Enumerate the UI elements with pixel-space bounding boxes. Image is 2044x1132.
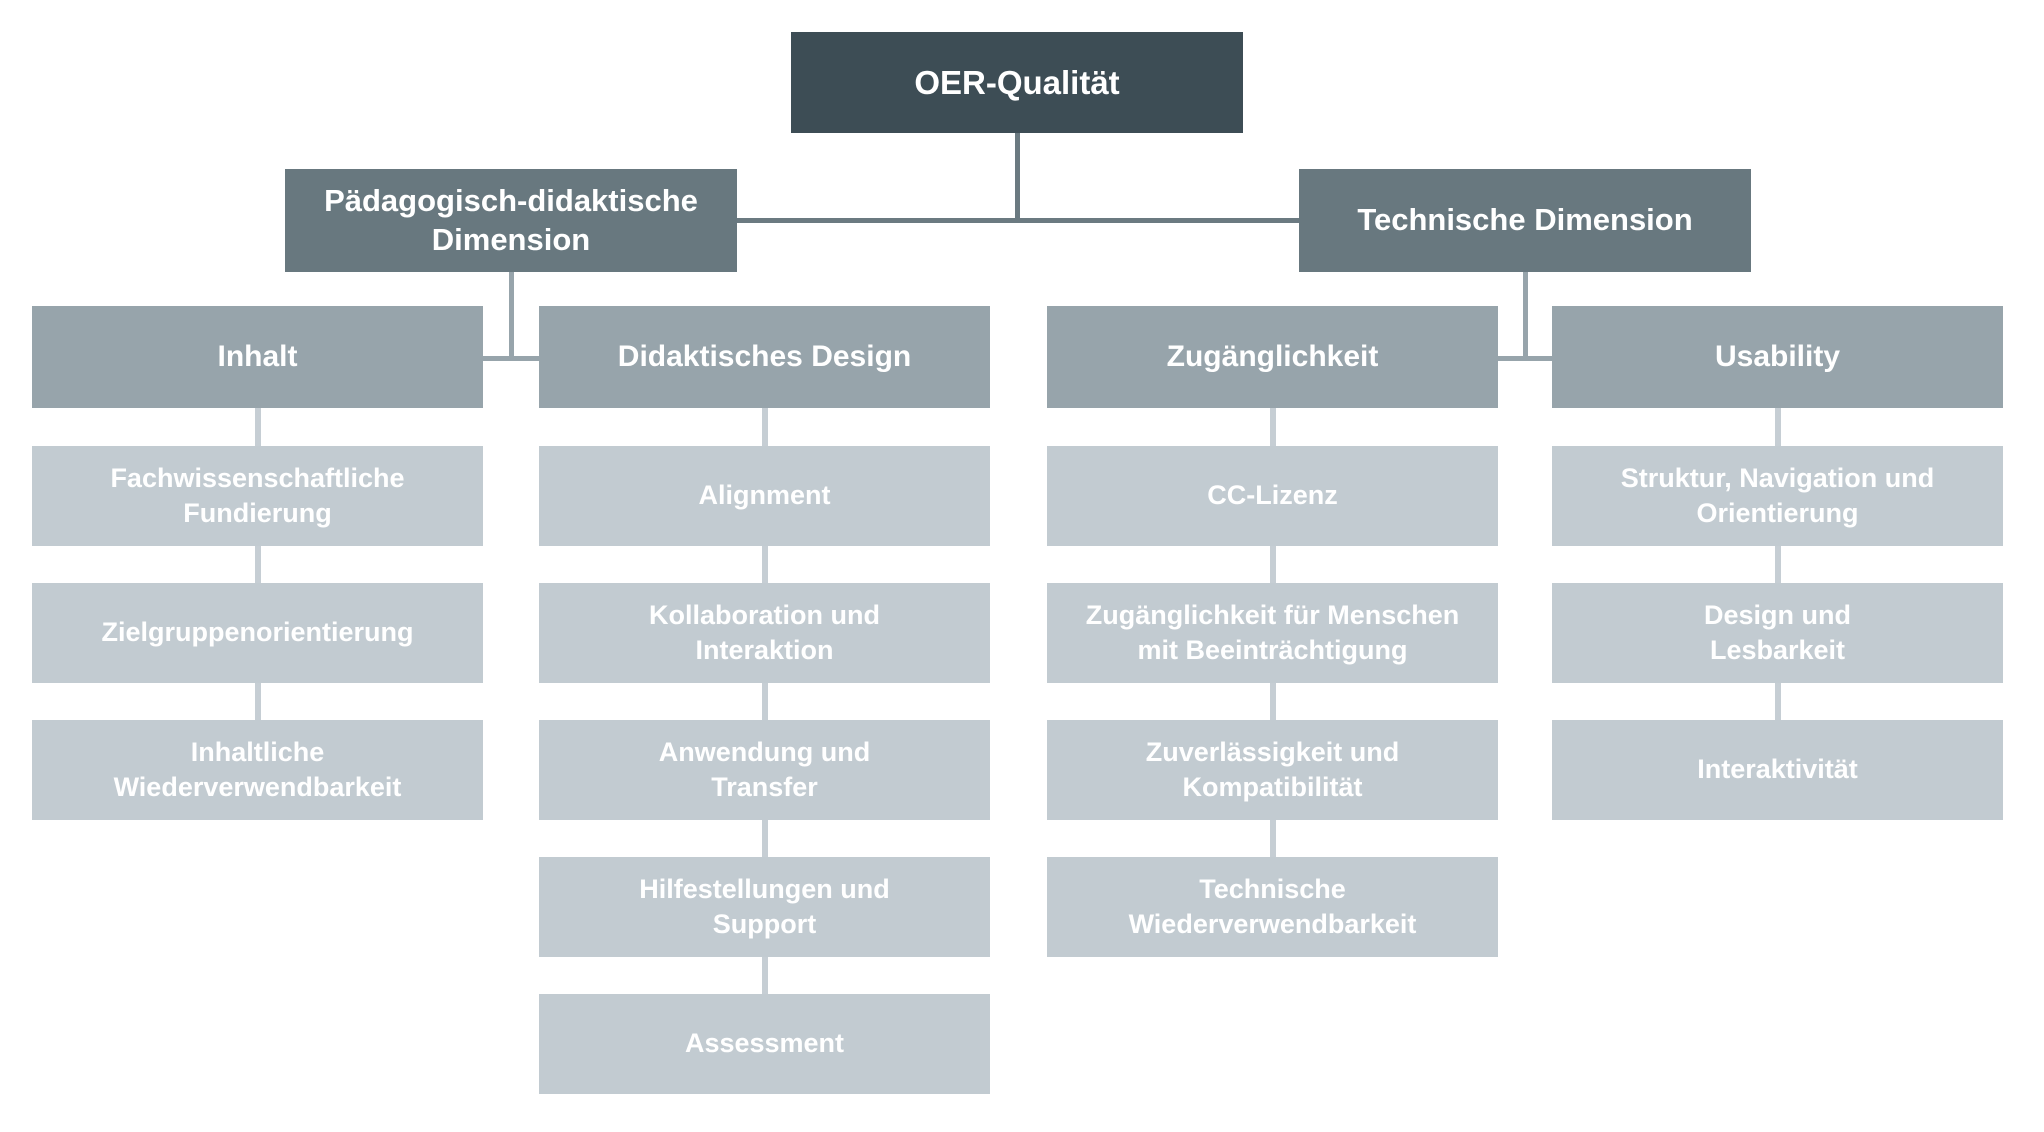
connector-dimension-technische-horizontal bbox=[1498, 356, 1552, 361]
connector-col2-seg2 bbox=[762, 546, 768, 583]
connector-col1-seg2 bbox=[255, 546, 261, 583]
dimension-box-technische: Technische Dimension bbox=[1299, 169, 1751, 272]
connector-dimension-paedagogisch-horizontal bbox=[483, 356, 539, 361]
leaf-technische-wiederverwendbarkeit: Technische Wiederverwendbarkeit bbox=[1047, 857, 1498, 957]
connector-col3-seg3 bbox=[1270, 683, 1276, 720]
leaf-zuverlaessigkeit-und-kompatibilitaet: Zuverlässigkeit und Kompatibilität bbox=[1047, 720, 1498, 820]
connector-root-vertical bbox=[1015, 133, 1020, 223]
connector-dimension-paedagogisch-vertical bbox=[509, 272, 514, 361]
leaf-hilfestellungen-und-support: Hilfestellungen und Support bbox=[539, 857, 990, 957]
category-header-didaktisches-design: Didaktisches Design bbox=[539, 306, 990, 408]
category-header-zugaenglichkeit: Zugänglichkeit bbox=[1047, 306, 1498, 408]
connector-col1-seg1 bbox=[255, 408, 261, 446]
leaf-cc-lizenz: CC-Lizenz bbox=[1047, 446, 1498, 546]
leaf-alignment: Alignment bbox=[539, 446, 990, 546]
leaf-fachwissenschaftliche-fundierung: Fachwissenschaftliche Fundierung bbox=[32, 446, 483, 546]
dimension-box-paedagogisch-didaktische: Pädagogisch-didaktische Dimension bbox=[285, 169, 737, 272]
connector-root-horizontal bbox=[737, 218, 1299, 223]
connector-col2-seg4 bbox=[762, 820, 768, 857]
connector-col4-seg1 bbox=[1775, 408, 1781, 446]
connector-dimension-technische-vertical bbox=[1523, 272, 1528, 361]
leaf-design-und-lesbarkeit: Design und Lesbarkeit bbox=[1552, 583, 2003, 683]
leaf-zugaenglichkeit-fuer-menschen-mit-beeintraechtigung: Zugänglichkeit für Menschen mit Beeinträ… bbox=[1047, 583, 1498, 683]
category-header-inhalt: Inhalt bbox=[32, 306, 483, 408]
leaf-interaktivitaet: Interaktivität bbox=[1552, 720, 2003, 820]
leaf-kollaboration-und-interaktion: Kollaboration und Interaktion bbox=[539, 583, 990, 683]
leaf-assessment: Assessment bbox=[539, 994, 990, 1094]
connector-col3-seg1 bbox=[1270, 408, 1276, 446]
leaf-anwendung-und-transfer: Anwendung und Transfer bbox=[539, 720, 990, 820]
category-header-usability: Usability bbox=[1552, 306, 2003, 408]
connector-col2-seg1 bbox=[762, 408, 768, 446]
connector-col3-seg2 bbox=[1270, 546, 1276, 583]
connector-col4-seg3 bbox=[1775, 683, 1781, 720]
leaf-struktur-navigation-und-orientierung: Struktur, Navigation und Orientierung bbox=[1552, 446, 2003, 546]
connector-col2-seg3 bbox=[762, 683, 768, 720]
connector-col3-seg4 bbox=[1270, 820, 1276, 857]
leaf-zielgruppenorientierung: Zielgruppenorientierung bbox=[32, 583, 483, 683]
connector-col1-seg3 bbox=[255, 683, 261, 720]
connector-col4-seg2 bbox=[1775, 546, 1781, 583]
connector-col2-seg5 bbox=[762, 957, 768, 994]
leaf-inhaltliche-wiederverwendbarkeit: Inhaltliche Wiederverwendbarkeit bbox=[32, 720, 483, 820]
root-box: OER-Qualität bbox=[791, 32, 1243, 133]
